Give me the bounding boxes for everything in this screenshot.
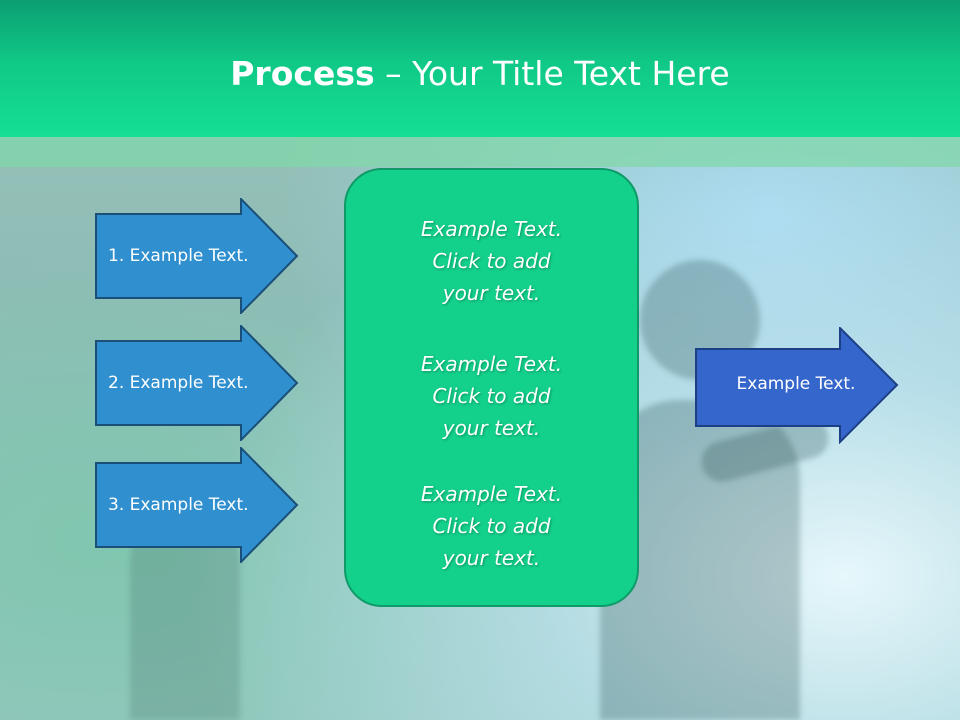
center-text-block-2[interactable]: Example Text. Click to add your text. [344,348,639,444]
center-text-block-3[interactable]: Example Text. Click to add your text. [344,478,639,574]
step-label: 3. Example Text. [108,495,249,515]
center-line: your text. [442,546,541,570]
step-arrow-3[interactable]: 3. Example Text. [95,447,299,563]
title-underline-band [0,137,960,167]
arrow-shape [95,325,299,441]
title-bar [0,0,960,137]
center-line: your text. [442,281,541,305]
center-line: Example Text. [420,352,563,376]
title-rest: – Your Title Text Here [374,54,730,93]
step-label: 2. Example Text. [108,373,249,393]
center-line: Example Text. [420,482,563,506]
center-text-block-1[interactable]: Example Text. Click to add your text. [344,213,639,309]
center-line: Click to add [432,249,551,273]
center-line: Click to add [432,384,551,408]
slide-title[interactable]: Process – Your Title Text Here [0,50,960,98]
arrow-shape [695,327,899,444]
center-line: Click to add [432,514,551,538]
center-line: your text. [442,416,541,440]
arrow-shape [95,447,299,563]
output-arrow[interactable]: Example Text. [695,327,899,444]
arrow-shape [95,198,299,314]
output-label: Example Text. [736,374,856,394]
step-arrow-2[interactable]: 2. Example Text. [95,325,299,441]
step-label: 1. Example Text. [108,246,249,266]
center-line: Example Text. [420,217,563,241]
center-text-box[interactable] [344,168,639,607]
title-strong: Process [230,54,375,93]
background-silhouette-left [130,520,240,720]
step-arrow-1[interactable]: 1. Example Text. [95,198,299,314]
